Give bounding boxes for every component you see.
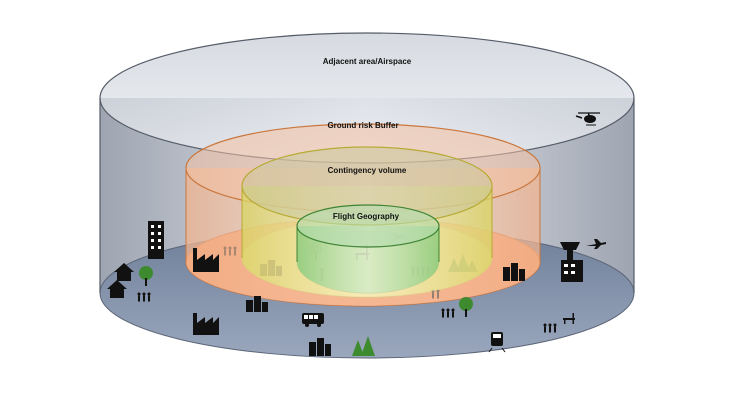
people-icon bbox=[441, 308, 455, 318]
airport-tower-icon bbox=[560, 242, 583, 282]
helicopter-icon bbox=[575, 112, 600, 126]
flight-geography-label: Flight Geography bbox=[333, 212, 400, 221]
train-icon bbox=[488, 332, 506, 353]
adjacent-area-label: Adjacent area/Airspace bbox=[323, 57, 412, 66]
office-buildings-icon bbox=[309, 338, 331, 356]
house-icon bbox=[107, 280, 127, 298]
office-buildings-icon bbox=[246, 296, 268, 312]
ground-risk-buffer-label: Ground risk Buffer bbox=[327, 121, 398, 130]
airplane-icon bbox=[586, 239, 606, 249]
people-icon bbox=[543, 323, 557, 333]
contingency-volume-label: Contingency volume bbox=[328, 166, 407, 175]
house-icon bbox=[114, 263, 134, 281]
office-buildings-icon bbox=[503, 263, 525, 281]
factory-icon bbox=[193, 313, 219, 335]
bench-icon bbox=[563, 313, 575, 324]
people-icon bbox=[137, 292, 151, 302]
flight-geography-cylinder bbox=[296, 204, 440, 293]
factory-icon bbox=[193, 248, 219, 272]
tree-icon bbox=[139, 266, 153, 286]
bus-icon bbox=[302, 313, 324, 327]
forest-icon bbox=[352, 336, 375, 356]
tower-building-icon bbox=[148, 221, 164, 259]
tree-icon bbox=[459, 297, 473, 317]
